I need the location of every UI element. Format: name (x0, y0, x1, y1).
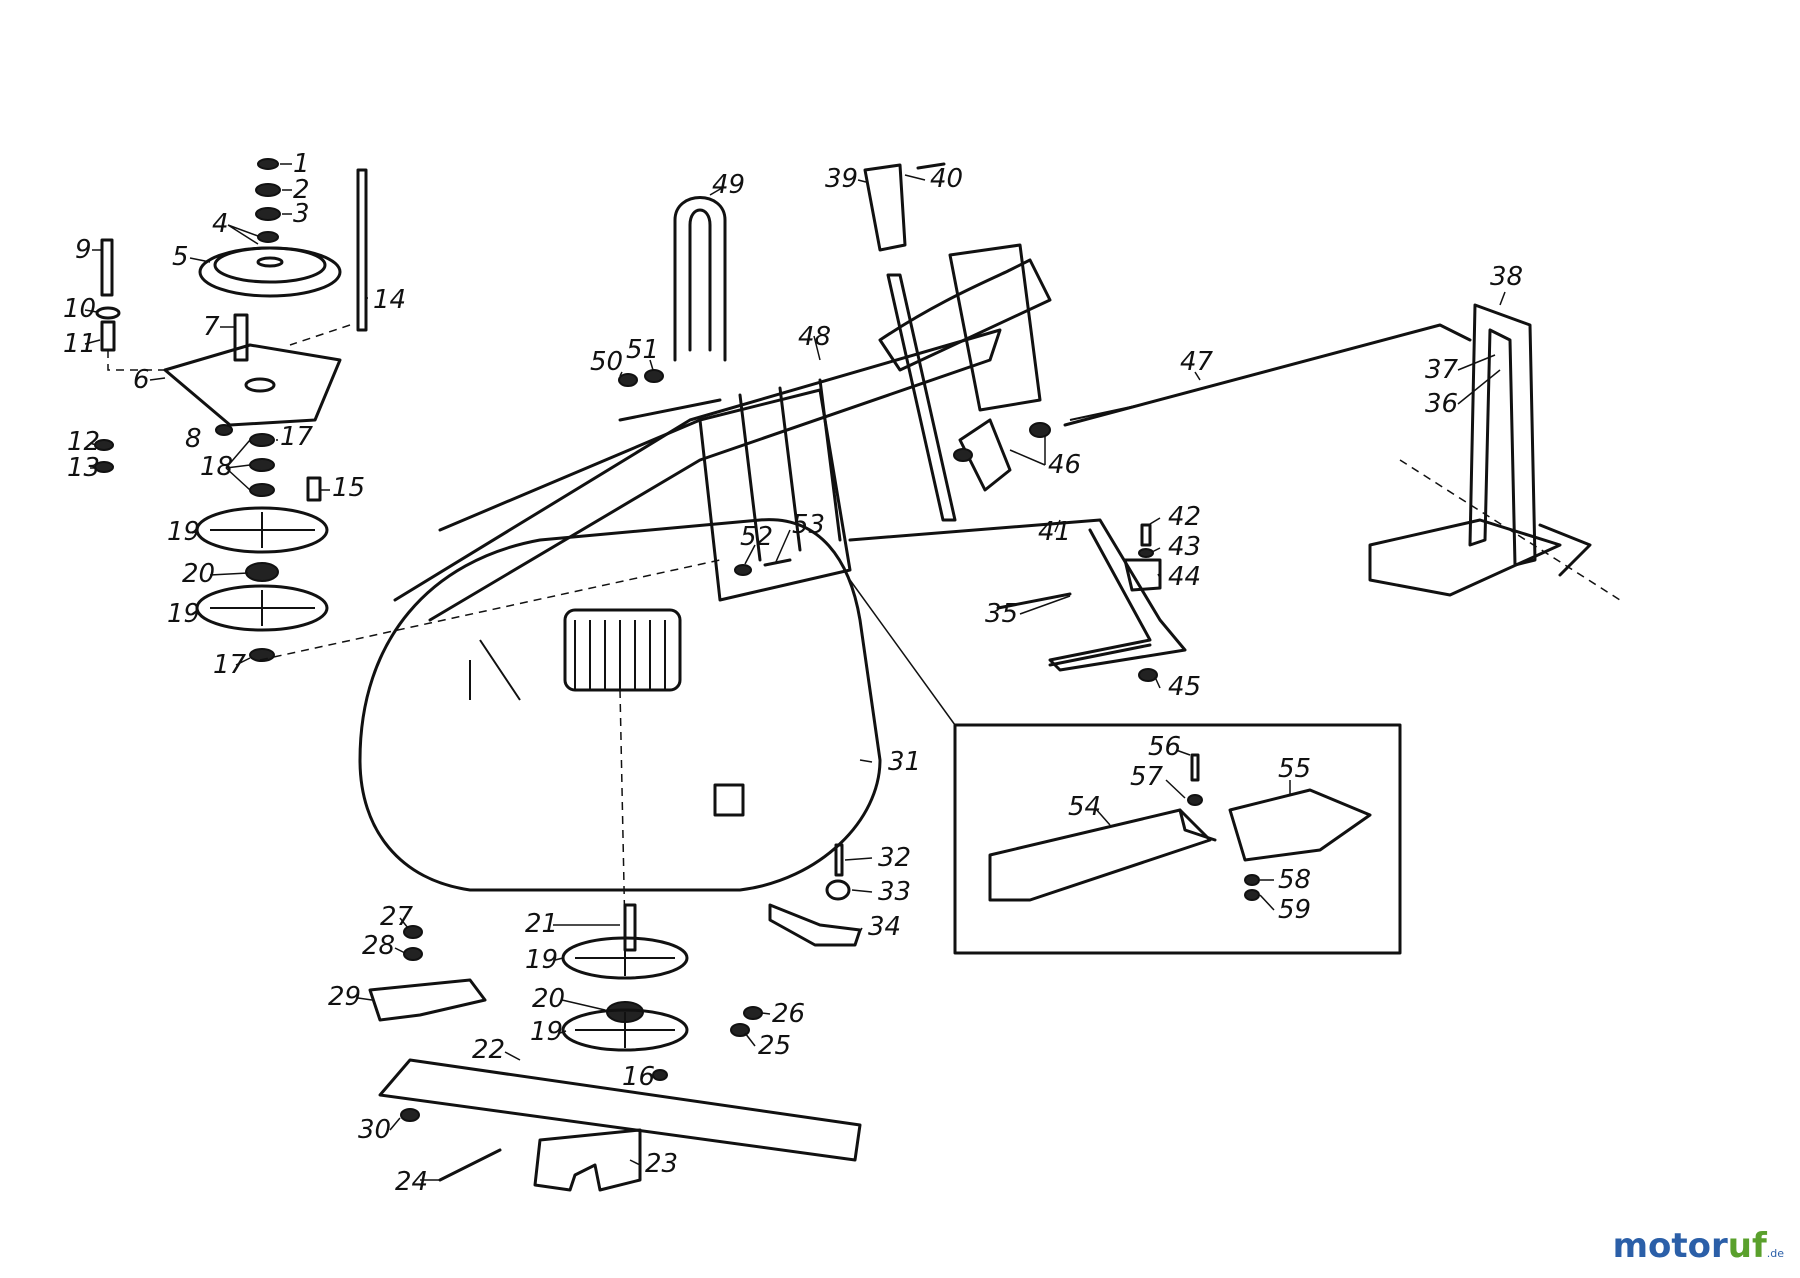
rear-stand-38 (1368, 303, 1621, 601)
callout-17a: 17 (280, 422, 314, 452)
watermark-text-motor: motor (1612, 1226, 1728, 1266)
callout-23: 23 (645, 1149, 678, 1179)
callout-24: 24 (395, 1167, 428, 1197)
callout-33: 33 (878, 877, 911, 907)
hardware-small (618, 162, 1162, 682)
nut-39 (863, 163, 907, 252)
callout-10: 10 (63, 294, 96, 324)
callout-57: 57 (1130, 762, 1164, 792)
callout-54: 54 (1068, 792, 1101, 822)
callout-52: 52 (740, 522, 773, 552)
callout-58: 58 (1278, 865, 1311, 895)
callout-37: 37 (1425, 355, 1459, 385)
callout-19d: 19 (530, 1017, 563, 1047)
callout-15: 15 (332, 473, 365, 503)
inset-box (849, 579, 1402, 955)
pulley-stack (94, 158, 721, 662)
callout-20b: 20 (532, 984, 565, 1014)
callout-59: 59 (1278, 895, 1311, 925)
callout-50: 50 (590, 347, 623, 377)
callout-8: 8 (185, 424, 202, 454)
callout-14: 14 (373, 285, 406, 315)
callout-5: 5 (172, 242, 189, 272)
u-bracket-49 (673, 196, 727, 362)
callout-20a: 20 (182, 559, 215, 589)
callout-40: 40 (930, 164, 963, 194)
callout-26: 26 (772, 999, 805, 1029)
callout-38: 38 (1490, 262, 1523, 292)
callout-41: 41 (1038, 517, 1071, 547)
hitch-frame-41 (848, 518, 1187, 672)
callout-2: 2 (293, 175, 310, 205)
callout-28: 28 (362, 931, 395, 961)
callout-36: 36 (1425, 389, 1458, 419)
watermark-suffix: .de (1766, 1247, 1784, 1260)
callout-46: 46 (1048, 450, 1081, 480)
callout-35: 35 (985, 599, 1018, 629)
callout-42: 42 (1168, 502, 1201, 532)
callout-25: 25 (758, 1031, 791, 1061)
callout-29: 29 (328, 982, 361, 1012)
callout-16: 16 (622, 1062, 655, 1092)
mower-deck (358, 328, 1002, 936)
callout-39: 39 (825, 164, 858, 194)
callout-22: 22 (472, 1035, 505, 1065)
callout-17b: 17 (213, 650, 247, 680)
watermark-logo: motoruf.de (1613, 1226, 1784, 1266)
callout-1: 1 (293, 149, 310, 179)
callout-55: 55 (1278, 754, 1311, 784)
tie-rod-47 (1063, 323, 1472, 427)
callout-12: 12 (67, 427, 100, 457)
callout-30: 30 (358, 1115, 391, 1145)
callout-7: 7 (203, 312, 220, 342)
leader-lines (84, 163, 1506, 1181)
callout-51: 51 (626, 335, 659, 365)
callout-labels: 1 2 3 4 5 6 7 8 9 10 11 12 13 14 15 16 1… (63, 149, 1523, 1197)
callout-9: 9 (75, 235, 92, 265)
belt-guard (698, 243, 1052, 602)
blade-assembly (368, 843, 862, 1192)
callout-49: 49 (712, 170, 745, 200)
watermark-text-uf: uf (1727, 1226, 1767, 1266)
callout-44: 44 (1168, 562, 1201, 592)
callout-34: 34 (868, 912, 901, 942)
callout-31: 31 (888, 747, 921, 777)
lift-lever (886, 273, 957, 522)
callout-6: 6 (133, 365, 150, 395)
callout-19c: 19 (525, 945, 558, 975)
callout-19b: 19 (167, 599, 200, 629)
callout-43: 43 (1168, 532, 1201, 562)
callout-56: 56 (1148, 732, 1181, 762)
callout-47: 47 (1180, 347, 1214, 377)
callout-45: 45 (1168, 672, 1201, 702)
callout-11: 11 (63, 329, 96, 359)
callout-21: 21 (525, 909, 558, 939)
callout-3: 3 (293, 199, 310, 229)
callout-53: 53 (792, 510, 825, 540)
callout-32: 32 (878, 843, 911, 873)
callout-4: 4 (212, 209, 229, 239)
